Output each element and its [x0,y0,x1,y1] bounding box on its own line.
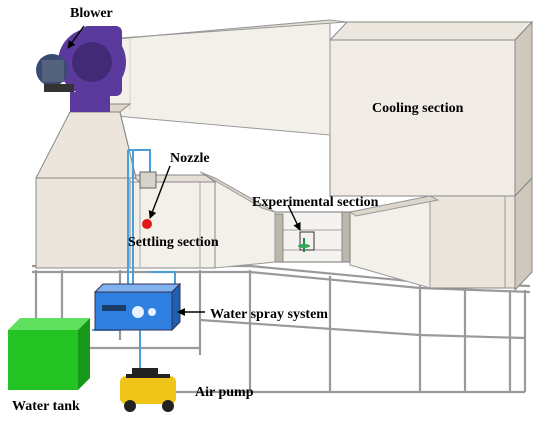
label-nozzle: Nozzle [170,151,210,166]
diffuser-duct [104,19,348,136]
water-tank-box [8,318,90,390]
label-blower: Blower [70,6,113,21]
support-frame [32,264,531,394]
cooling-section-box [328,20,534,198]
label-air-pump: Air pump [195,385,254,400]
label-experimental-section: Experimental section [252,195,379,210]
air-pump-unit [120,368,176,412]
label-water-spray-system: Water spray system [210,307,328,322]
label-cooling-section: Cooling section [372,101,464,116]
annotation-arrows [67,25,301,316]
label-settling-section: Settling section [128,235,219,250]
nozzle-holder [139,171,157,189]
nozzle-dot [142,219,152,229]
water-spray-box [93,282,182,332]
label-water-tank: Water tank [12,399,80,414]
return-duct [429,176,533,292]
experimental-section-box [274,211,351,263]
left-return-duct [35,103,137,269]
outlet-diffuser [348,195,440,289]
